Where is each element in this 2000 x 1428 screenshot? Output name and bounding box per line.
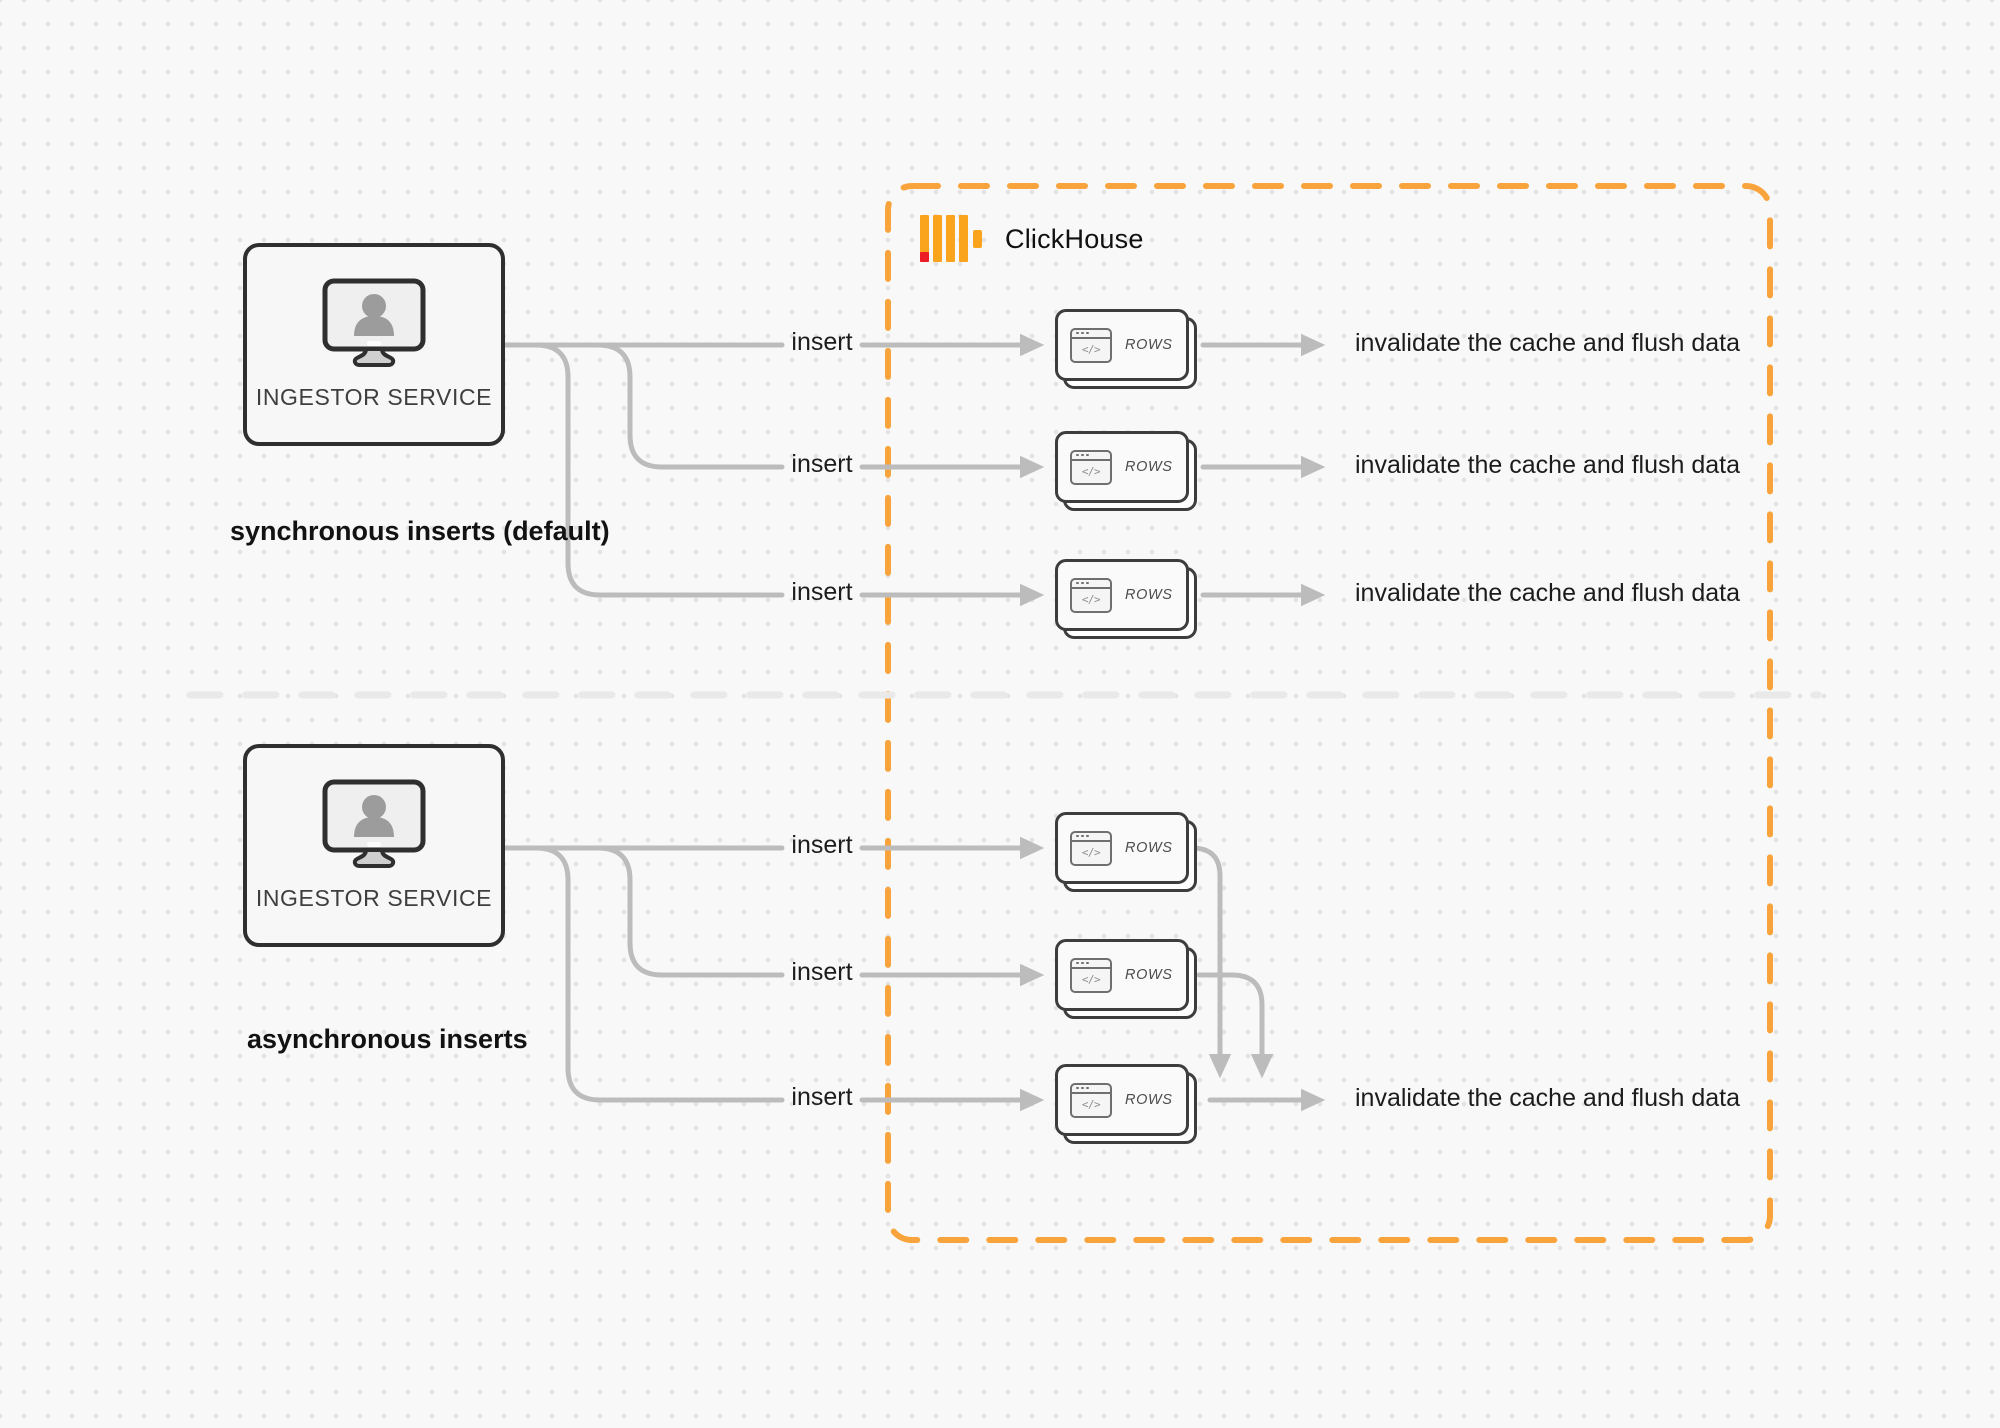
insert-label: insert [791,958,853,986]
connector-path [595,845,785,978]
code-glyph: </> [1081,465,1101,478]
rows-node: </> ROWS [1055,559,1197,639]
browser-code-icon: </> [1070,449,1112,485]
code-glyph: </> [1081,593,1101,606]
rows-node: </> ROWS [1055,309,1197,389]
browser-code-icon: </> [1070,577,1112,613]
connector-path [533,845,785,1103]
ingestor-service-box-async: INGESTOR SERVICE [243,744,505,947]
result-label: invalidate the cache and flush data [1355,1084,1740,1112]
clickhouse-label: ClickHouse [1005,223,1144,254]
insert-label: insert [791,328,853,356]
connector-path [595,342,785,470]
code-glyph: </> [1081,343,1101,356]
result-label: invalidate the cache and flush data [1355,579,1740,607]
rows-node: </> ROWS [1055,1064,1197,1144]
monitor-user-icon [322,779,426,868]
insert-label: insert [791,450,853,478]
rows-node: </> ROWS [1055,939,1197,1019]
rows-node: </> ROWS [1055,431,1197,511]
insert-label: insert [791,578,853,606]
code-glyph: </> [1081,973,1101,986]
clickhouse-header: ClickHouse [920,215,1144,263]
browser-code-icon: </> [1070,830,1112,866]
rows-label: ROWS [1125,337,1173,353]
clickhouse-logo-icon [920,215,982,262]
browser-code-icon: </> [1070,957,1112,993]
async-caption: asynchronous inserts [247,1024,528,1054]
monitor-user-icon [322,278,426,367]
rows-label: ROWS [1125,967,1173,983]
ingestor-service-box-sync: INGESTOR SERVICE [243,243,505,446]
service-label: INGESTOR SERVICE [255,384,493,410]
connector-path [533,342,785,598]
rows-label: ROWS [1125,840,1173,856]
merge-arrow [1196,972,1274,1079]
result-label: invalidate the cache and flush data [1355,329,1740,357]
code-glyph: </> [1081,1098,1101,1111]
result-label: invalidate the cache and flush data [1355,451,1740,479]
insert-label: insert [791,831,853,859]
service-label: INGESTOR SERVICE [255,885,493,911]
sync-caption: synchronous inserts (default) [230,516,610,546]
insert-label: insert [791,1083,853,1111]
rows-label: ROWS [1125,459,1173,475]
code-glyph: </> [1081,846,1101,859]
browser-code-icon: </> [1070,327,1112,363]
browser-code-icon: </> [1070,1082,1112,1118]
rows-label: ROWS [1125,587,1173,603]
rows-label: ROWS [1125,1092,1173,1108]
rows-node: </> ROWS [1055,812,1197,892]
